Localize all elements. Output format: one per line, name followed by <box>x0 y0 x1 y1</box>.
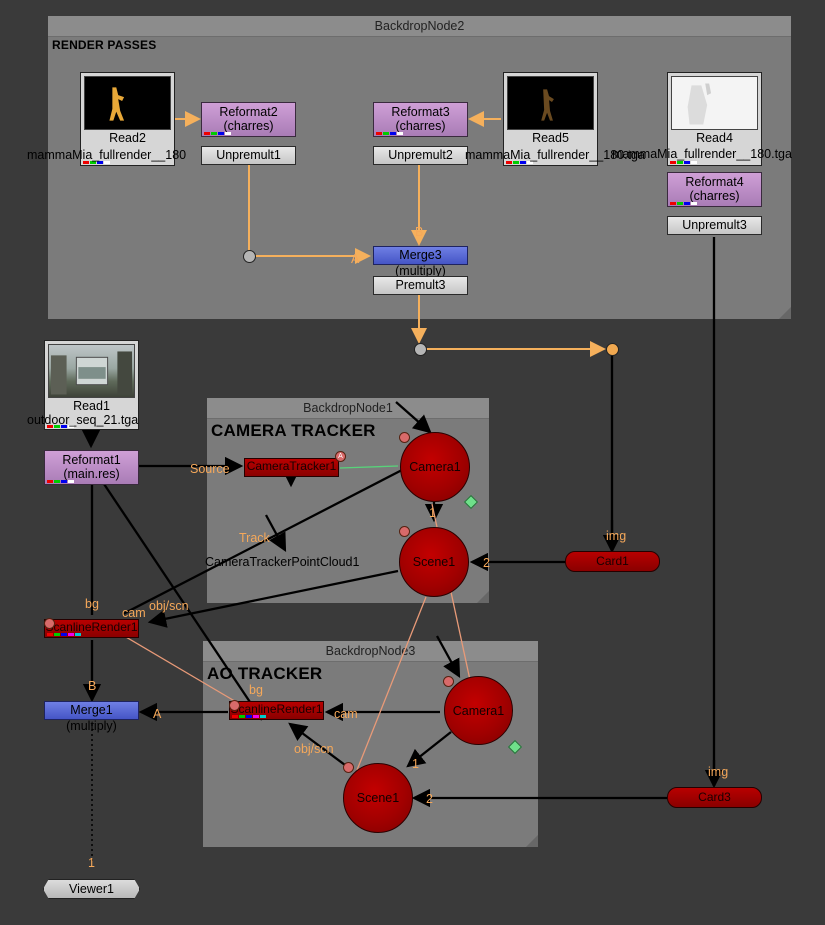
camera1-ao-node[interactable]: Camera1 <box>444 676 513 745</box>
reformat4-node[interactable]: Reformat4 (charres) <box>667 172 762 207</box>
channel-indicator <box>47 633 81 636</box>
premult3-node[interactable]: Premult3 <box>373 276 468 295</box>
merge3-node[interactable]: Merge3 (multiply) <box>373 246 468 278</box>
backdrop-render-passes[interactable]: BackdropNode2 RENDER PASSES <box>48 16 791 319</box>
reformat3-node[interactable]: Reformat3 (charres) <box>373 102 468 137</box>
read4-file-label: mammaMia_fullrender__180.tga <box>612 147 792 161</box>
dot-node[interactable] <box>606 343 619 356</box>
resize-handle[interactable] <box>477 591 489 603</box>
card1-input-img: img <box>606 529 627 543</box>
reformat4-sublabel: (charres) <box>689 189 740 203</box>
ao-input-cam: cam <box>334 707 358 721</box>
read4-label: Read4 <box>696 131 733 145</box>
merge1-input-b: B <box>88 679 97 693</box>
tracker-badge: A <box>335 451 346 462</box>
scanlinerender-ao-node[interactable]: ScanlineRender1 <box>229 701 324 720</box>
merge3-input-a: A <box>351 252 360 266</box>
channel-indicator <box>204 132 231 135</box>
read5-label: Read5 <box>532 131 569 145</box>
read5-node[interactable]: Read5 <box>503 72 598 166</box>
cameratracker1-node[interactable]: CameraTracker1 <box>244 458 339 477</box>
reformat1-label: Reformat1 <box>62 453 121 467</box>
unpremult1-node[interactable]: Unpremult1 <box>201 146 296 165</box>
scene-badge <box>343 762 354 773</box>
read1-node[interactable]: Read1 <box>44 340 139 430</box>
scene-input-2: 2 <box>483 556 490 570</box>
render-badge <box>229 700 240 711</box>
viewer-input-1: 1 <box>88 856 95 870</box>
scene1-top-node[interactable]: Scene1 <box>399 527 469 597</box>
merge1-node[interactable]: Merge1 (multiply) <box>44 701 139 733</box>
channel-indicator <box>670 202 697 205</box>
read2-file-label: mammaMia_fullrender__180 <box>27 148 187 162</box>
track-input-label: Track <box>239 531 270 545</box>
camera-badge <box>399 432 410 443</box>
channel-indicator <box>506 161 533 164</box>
scanlinerender1-node[interactable]: ScanlineRender1 <box>44 619 139 638</box>
reformat4-label: Reformat4 <box>685 175 744 189</box>
backdrop-title: BackdropNode2 <box>48 16 791 37</box>
source-input-label: Source <box>190 462 230 476</box>
read5-file-label: mammaMia_fullrender__180.tga <box>465 148 645 162</box>
backdrop-label: CAMERA TRACKER <box>211 421 376 440</box>
read4-node[interactable]: Read4 <box>667 72 762 166</box>
viewer1-node[interactable]: Viewer1 <box>43 879 140 899</box>
dot-node[interactable] <box>243 250 256 263</box>
read1-thumbnail <box>48 344 135 398</box>
cameratrackerpointcloud1-node[interactable]: CameraTrackerPointCloud1 <box>205 555 360 569</box>
scene-badge <box>399 526 410 537</box>
channel-indicator <box>376 132 403 135</box>
read2-thumbnail <box>84 76 171 130</box>
card3-node[interactable]: Card3 <box>667 787 762 808</box>
render-badge <box>44 618 55 629</box>
sr1-input-bg: bg <box>85 597 99 611</box>
card1-node[interactable]: Card1 <box>565 551 660 572</box>
card3-input-img: img <box>708 765 729 779</box>
channel-indicator <box>47 425 74 428</box>
reformat3-sublabel: (charres) <box>395 119 446 133</box>
read1-label: Read1 <box>73 399 110 413</box>
ao-input-objscn: obj/scn <box>294 742 334 756</box>
reformat2-label: Reformat2 <box>219 105 278 119</box>
channel-indicator <box>83 161 110 164</box>
read5-thumbnail <box>507 76 594 130</box>
backdrop-title: BackdropNode3 <box>203 641 538 662</box>
scene-ao-input-1: 1 <box>412 757 419 771</box>
reformat2-sublabel: (charres) <box>223 119 274 133</box>
merge1-input-a: A <box>153 707 162 721</box>
backdrop-label: AO TRACKER <box>207 664 323 683</box>
scene-ao-input-2: 2 <box>426 792 433 806</box>
reformat2-node[interactable]: Reformat2 (charres) <box>201 102 296 137</box>
read1-file-label: outdoor_seq_21.tga <box>27 413 139 427</box>
read2-node[interactable]: Read2 <box>80 72 175 166</box>
sr1-input-cam: cam <box>122 606 146 620</box>
channel-indicator <box>232 715 266 718</box>
merge3-input-b: B <box>415 225 424 239</box>
channel-indicator <box>670 161 697 164</box>
read4-thumbnail <box>671 76 758 130</box>
camera-badge <box>443 676 454 687</box>
channel-indicator <box>47 480 74 483</box>
unpremult3-node[interactable]: Unpremult3 <box>667 216 762 235</box>
read2-label: Read2 <box>109 131 146 145</box>
scene1-ao-node[interactable]: Scene1 <box>343 763 413 833</box>
camera1-top-node[interactable]: Camera1 <box>400 432 470 502</box>
ao-input-bg: bg <box>249 683 263 697</box>
unpremult2-node[interactable]: Unpremult2 <box>373 146 468 165</box>
scene-input-1: 1 <box>429 506 436 520</box>
sr1-input-objscn: obj/scn <box>149 599 189 613</box>
backdrop-label: RENDER PASSES <box>52 38 157 52</box>
dot-node[interactable] <box>414 343 427 356</box>
reformat1-node[interactable]: Reformat1 (main.res) <box>44 450 139 485</box>
resize-handle[interactable] <box>779 307 791 319</box>
reformat1-sublabel: (main.res) <box>63 467 120 481</box>
backdrop-title: BackdropNode1 <box>207 398 489 419</box>
resize-handle[interactable] <box>526 835 538 847</box>
reformat3-label: Reformat3 <box>391 105 450 119</box>
